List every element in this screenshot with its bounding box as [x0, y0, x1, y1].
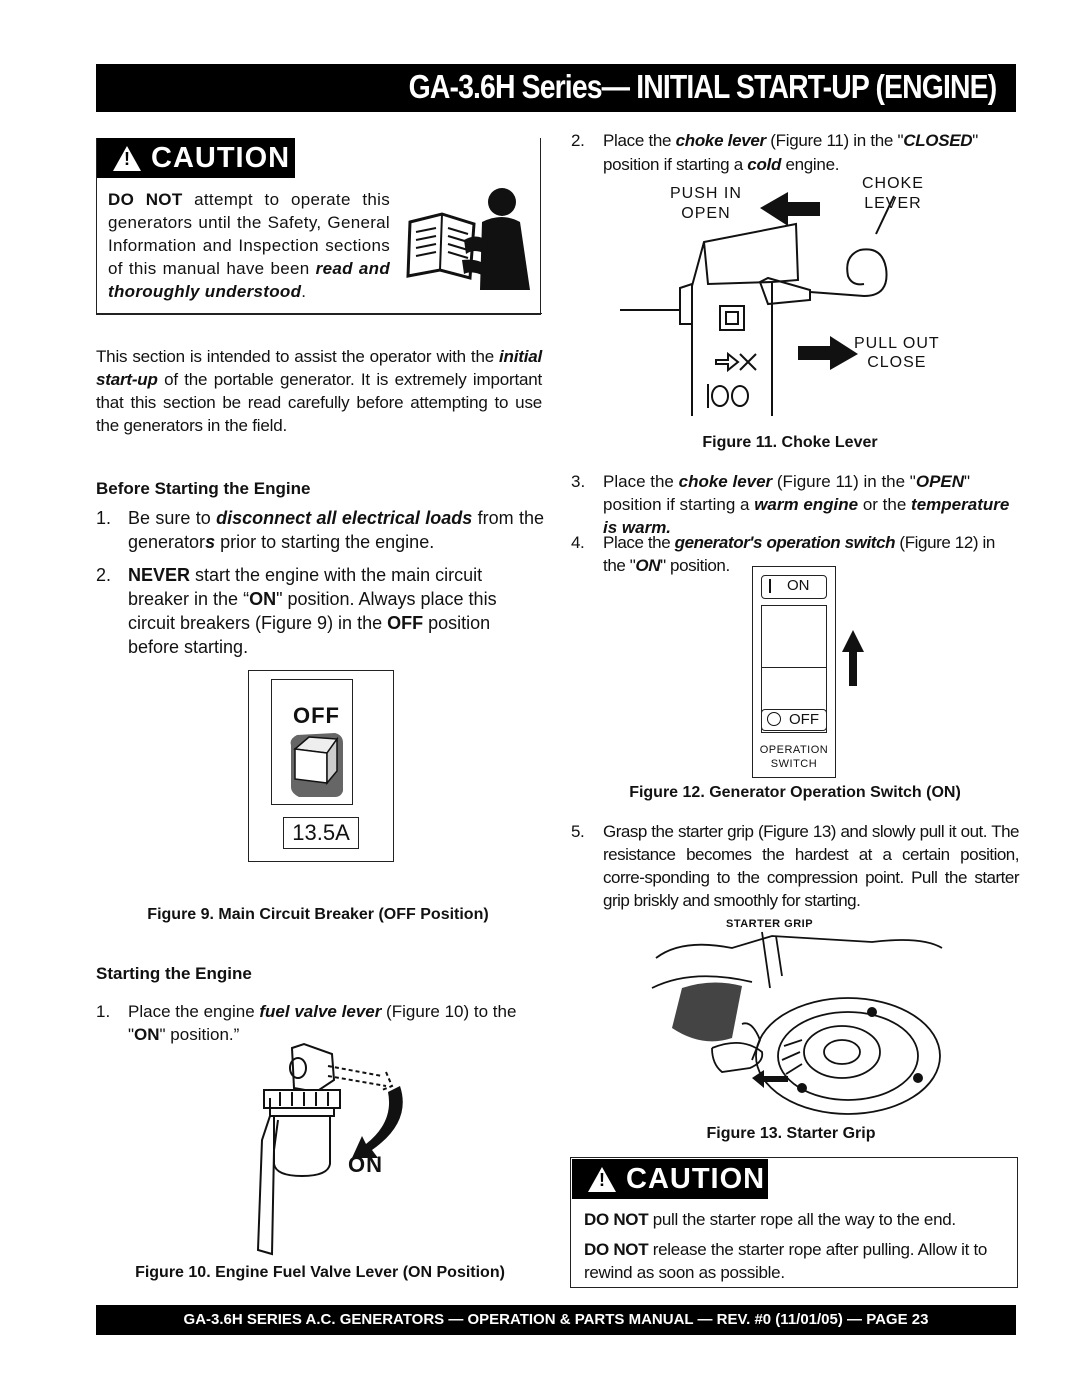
caution-badge: CAUTION	[572, 1159, 768, 1199]
on-bar-icon	[769, 579, 771, 593]
figure-12-caption: Figure 12. Generator Operation Switch (O…	[629, 784, 961, 801]
arrow-up-icon	[842, 630, 864, 686]
list-item: 1. Be sure to disconnect all electrical …	[96, 508, 545, 552]
caution-line: DO NOT pull the starter rope all the way…	[584, 1210, 956, 1229]
warning-triangle-icon	[588, 1166, 616, 1192]
starter-grip-illustration	[651, 931, 943, 1115]
list-item: 5. Grasp the starter grip (Figure 13) an…	[571, 822, 1020, 910]
figure-10-caption: Figure 10. Engine Fuel Valve Lever (ON P…	[135, 1264, 505, 1281]
list-item: 2. Place the choke lever (Figure 11) in …	[571, 131, 979, 174]
fuel-valve-lever-illustration	[256, 1042, 403, 1256]
person-reading-manual-icon	[406, 188, 530, 290]
starter-grip-label: STARTER GRIP	[726, 918, 814, 930]
breaker-off-label: OFF	[293, 703, 340, 728]
breaker-toggle-icon	[290, 733, 343, 797]
off-circle-icon	[767, 712, 781, 726]
switch-off-label: OFF	[789, 711, 819, 728]
page-title: GA-3.6H Series— INITIAL START-UP (ENGINE…	[408, 68, 996, 105]
page-footer: GA-3.6H SERIES A.C. GENERATORS — OPERATI…	[96, 1305, 1016, 1335]
list-item: 1. Place the engine fuel valve lever (Fi…	[96, 1002, 517, 1044]
intro-paragraph: This section is intended to assist the o…	[96, 347, 542, 435]
caution-text: DO NOT attempt to operate this generator…	[108, 190, 391, 301]
switch-on-indicator	[761, 575, 827, 599]
rocker-divider	[761, 667, 827, 668]
switch-rocker	[761, 605, 827, 733]
page-header-bar: GA-3.6H Series— INITIAL START-UP (ENGINE…	[96, 64, 1016, 112]
breaker-amp-label-box	[283, 817, 359, 849]
caution-label: CAUTION	[626, 1162, 766, 1195]
switch-off-indicator	[761, 709, 827, 731]
caution-box-bottom-rule	[96, 313, 542, 314]
list-item: 4. Place the generator's operation switc…	[571, 533, 995, 575]
circuit-breaker-figure: OFF 13.5A	[248, 670, 394, 862]
list-item: 3. Place the choke lever (Figure 11) in …	[571, 472, 1010, 537]
section-heading-starting: Starting the Engine	[96, 964, 252, 983]
choke-lever-illustration	[620, 192, 895, 416]
caution-badge: CAUTION	[97, 138, 295, 178]
figure-13-caption: Figure 13. Starter Grip	[706, 1125, 876, 1142]
list-item: 2. NEVER start the engine with the main …	[96, 565, 497, 657]
section-heading-before-starting: Before Starting the Engine	[96, 479, 311, 498]
caution-line: DO NOT release the starter rope after pu…	[584, 1240, 988, 1282]
fuel-valve-on-label: ON	[348, 1152, 383, 1177]
figure-11-caption: Figure 11. Choke Lever	[702, 434, 878, 451]
figure-9-caption: Figure 9. Main Circuit Breaker (OFF Posi…	[147, 906, 489, 923]
caution-label: CAUTION	[151, 141, 291, 174]
warning-triangle-icon	[113, 145, 141, 171]
breaker-amp-label: 13.5A	[292, 820, 350, 845]
switch-on-label: ON	[787, 577, 810, 594]
caution-box-right-rule	[540, 138, 541, 314]
